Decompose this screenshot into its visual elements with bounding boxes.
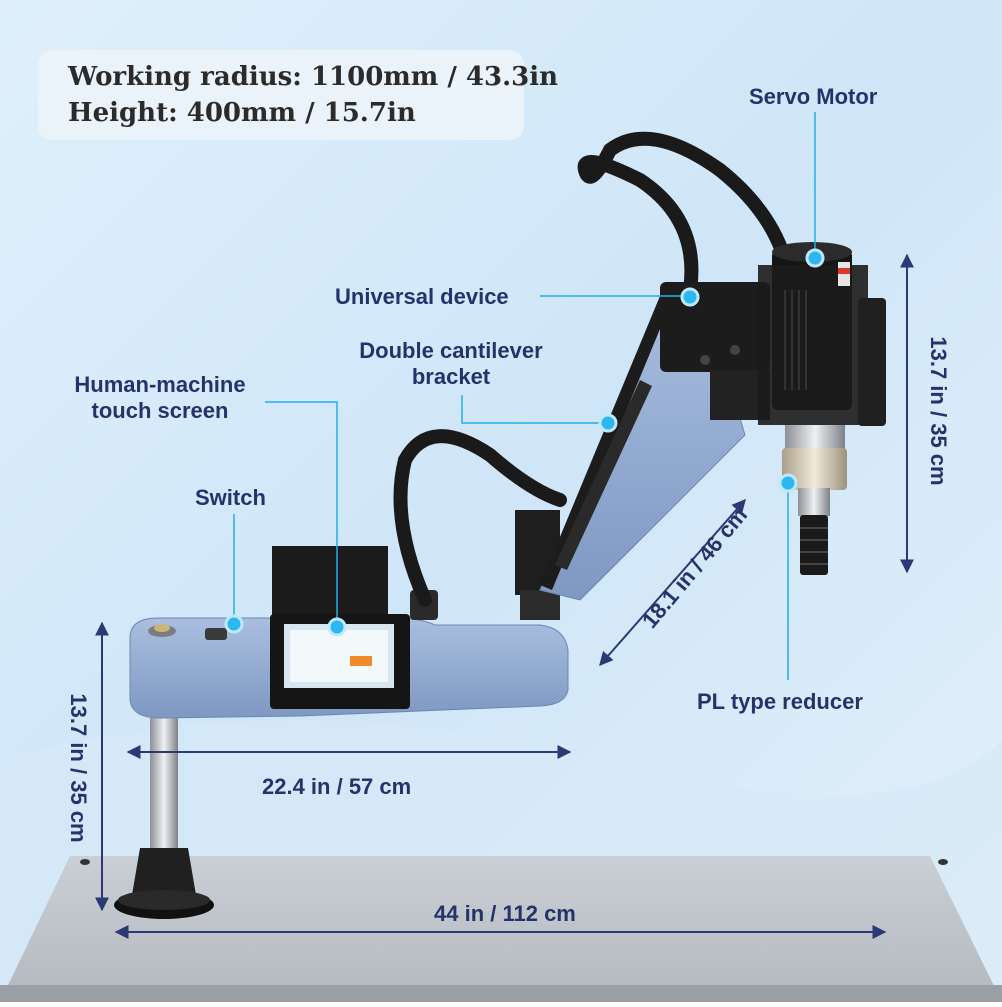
universal-device-label: Universal device <box>335 284 509 309</box>
double-cantilever-line1: Double cantilever <box>359 338 543 363</box>
servo-motor <box>758 242 886 575</box>
height-text: Height: 400mm / 15.7in <box>68 98 416 128</box>
table-width-label: 44 in / 112 cm <box>434 901 576 926</box>
cantilever-arm <box>539 282 770 601</box>
switch <box>205 628 227 640</box>
dimension-lines <box>95 253 914 939</box>
working-radius-text: Working radius: 1100mm / 43.3in <box>68 62 559 92</box>
double-cantilever-label: Double cantilever bracket <box>346 338 556 390</box>
hmi-line2: touch screen <box>91 398 229 423</box>
base-width-label: 22.4 in / 57 cm <box>262 774 412 799</box>
hmi-label: Human-machine touch screen <box>55 372 265 424</box>
lower-hose <box>393 429 567 607</box>
base-housing <box>129 510 569 719</box>
cantilever-dot <box>598 413 618 433</box>
double-cantilever-line2: bracket <box>411 364 491 389</box>
hmi-line1: Human-machine <box>74 372 246 397</box>
pl-reducer-label: PL type reducer <box>697 689 863 714</box>
callout-lines <box>233 112 816 680</box>
post-height-label: 13.7 in / 35 cm <box>66 693 91 843</box>
arm-length-arrow <box>599 498 746 667</box>
mounting-post <box>114 718 214 919</box>
switch-dot <box>224 614 244 634</box>
upper-hose <box>577 131 792 297</box>
switch-label: Switch <box>195 485 266 510</box>
reducer-dot <box>778 473 798 493</box>
universal-device-dot <box>680 287 700 307</box>
motor-height-label: 13.7 in / 35 cm <box>926 336 951 486</box>
touch-screen-dot <box>327 617 347 637</box>
specs-panel: Working radius: 1100mm / 43.3in Height: … <box>38 50 558 140</box>
servo-motor-label: Servo Motor <box>749 84 878 109</box>
servo-motor-dot <box>805 248 825 268</box>
